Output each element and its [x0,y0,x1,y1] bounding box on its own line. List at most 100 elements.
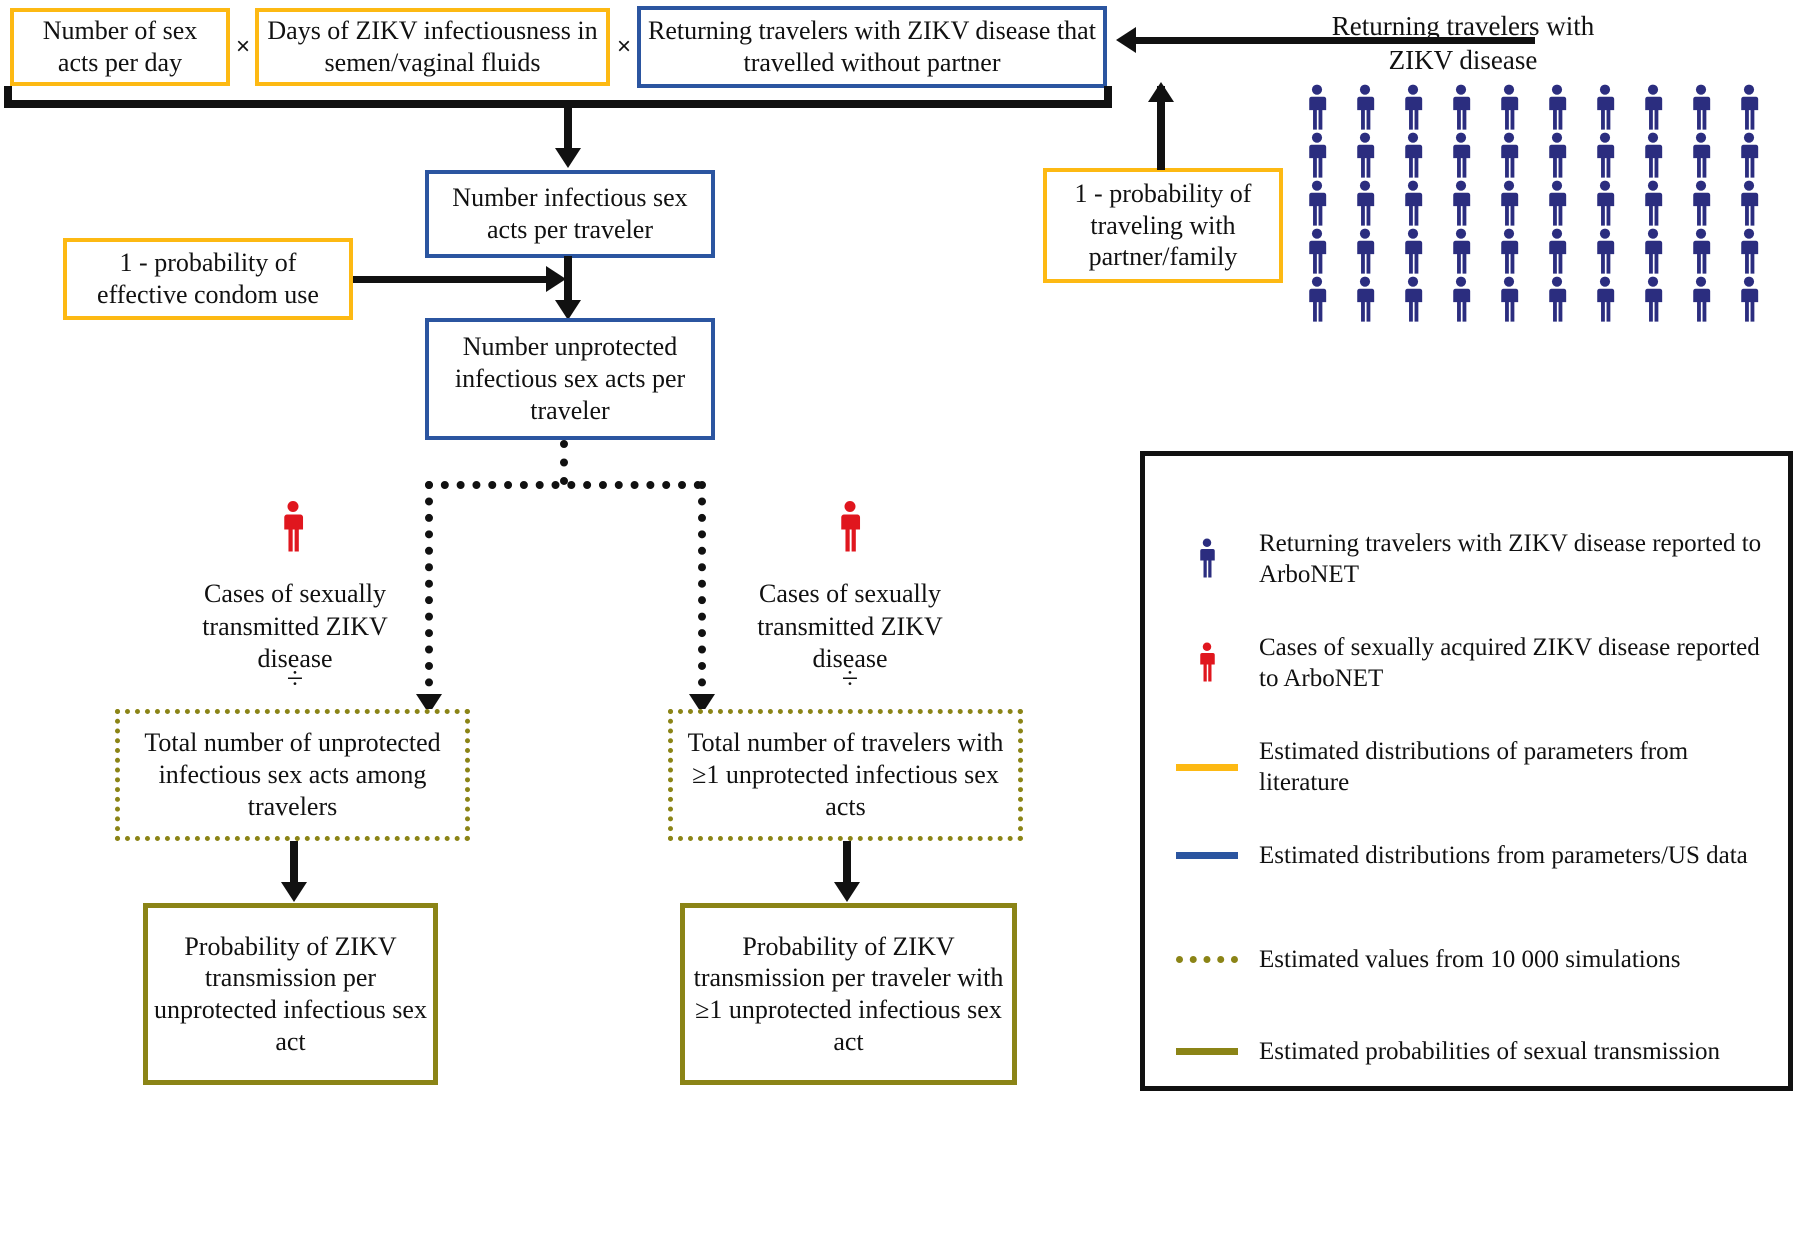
returning-traveler-person-icon [1309,132,1327,178]
returning-traveler-person-icon [1597,228,1615,274]
connector-right-to-final-arrowhead [834,882,860,902]
returning-traveler-person-icon [1309,84,1327,130]
returning-traveler-person-icon [1405,84,1423,130]
node-total-travelers-ge1: Total number of travelers with ≥1 unprot… [668,709,1023,841]
returning-traveler-person-icon [1453,276,1471,322]
dotted-connector-left-drop [425,481,433,703]
node-travellers-without-partner-label: Returning travelers with ZIKV disease th… [648,16,1096,77]
returning-traveler-person-icon [1405,276,1423,322]
legend-label-returning-travelers: Returning travelers with ZIKV disease re… [1259,530,1762,589]
returning-traveler-person-icon [1741,228,1759,274]
connector-partner-arrowhead [1148,82,1174,102]
legend-label-simulations: Estimated values from 10 000 simulations [1259,946,1681,973]
node-unprotected-infectious: Number unprotected infectious sex acts p… [425,318,715,440]
legend-label-us-data: Estimated distributions from parameters/… [1259,842,1748,869]
returning-traveler-person-icon [1501,228,1519,274]
legend-panel: Returning travelers with ZIKV disease re… [1140,451,1793,1091]
node-prob-travel-partner: 1 - probability of traveling with partne… [1043,168,1283,283]
returning-traveler-person-icon [1200,538,1215,578]
divide-operator-right: ÷ [841,662,859,695]
returning-traveler-person-icon [1693,84,1711,130]
divide-operator-left: ÷ [286,662,304,695]
yellow-rule-icon [1176,763,1238,771]
legend-label-sexually-acquired-cases: Cases of sexually acquired ZIKV disease … [1259,634,1760,693]
node-prob-per-act: Probability of ZIKV transmission per unp… [143,903,438,1085]
dotted-connector-crossbar [425,481,702,489]
returning-traveler-person-icon [1549,276,1567,322]
returning-traveler-person-icon [1501,84,1519,130]
returning-traveler-person-icon [1357,84,1375,130]
returning-traveler-person-icon [1645,132,1663,178]
legend-label-sexual-transmission: Estimated probabilities of sexual transm… [1259,1038,1721,1065]
connector-to-infectious-acts-arrowhead [555,148,581,168]
returning-traveler-person-icon [1693,180,1711,226]
connector-infectious-to-unprotected [564,256,572,308]
returning-traveler-person-icon [1741,180,1759,226]
node-sex-acts-per-day: Number of sex acts per day [10,8,230,86]
olive-rule-icon [1176,1048,1238,1056]
node-condom-use-label: 1 - probability of effective condom use [97,248,319,309]
legend-item-returning-travelers: Returning travelers with ZIKV disease re… [1165,528,1775,591]
returning-traveler-person-icon [1309,276,1327,322]
connector-partner-riser [1157,86,1165,170]
legend-item-literature: Estimated distributions of parameters fr… [1165,736,1775,799]
legend-swatch-line-olive-dotted [1165,956,1249,964]
legend-label-literature: Estimated distributions of parameters fr… [1259,738,1689,797]
connector-travelers-to-box [1135,37,1535,44]
returning-traveler-person-icon [1357,276,1375,322]
node-infectious-sex-acts: Number infectious sex acts per traveler [425,170,715,258]
case-person-icon-right [841,500,861,552]
returning-traveler-person-icon [1597,132,1615,178]
returning-traveler-person-icon [1597,276,1615,322]
returning-traveler-person-icon [1453,84,1471,130]
returning-traveler-person-icon [1645,276,1663,322]
returning-traveler-person-icon [1645,228,1663,274]
returning-traveler-person-icon [1405,228,1423,274]
returning-traveler-person-icon [1645,84,1663,130]
node-travellers-without-partner: Returning travelers with ZIKV disease th… [637,6,1107,88]
connector-left-to-final [290,841,298,889]
legend-item-simulations: Estimated values from 10 000 simulations [1165,944,1775,975]
returning-traveler-person-icon [1501,276,1519,322]
multiply-operator-1: × [235,33,250,60]
connector-right-to-final [843,841,851,889]
returning-traveler-person-icon [1693,276,1711,322]
node-total-travelers-ge1-label: Total number of travelers with ≥1 unprot… [687,728,1004,821]
multiply-operator-2: × [616,33,631,60]
returning-traveler-person-icon [1597,84,1615,130]
node-prob-travel-partner-label: 1 - probability of traveling with partne… [1074,178,1252,272]
connector-row1-left-riser [4,86,12,108]
legend-item-sexually-acquired-cases: Cases of sexually acquired ZIKV disease … [1165,632,1775,695]
label-cases-right: Cases of sexually transmitted ZIKV disea… [757,579,943,673]
legend-swatch-person-blue [1165,537,1249,581]
returning-traveler-person-icon [1501,132,1519,178]
returning-traveler-person-icon [1405,132,1423,178]
returning-traveler-person-icon [1741,84,1759,130]
returning-traveler-person-icon [1501,180,1519,226]
returning-traveler-person-icon [1357,228,1375,274]
node-condom-use: 1 - probability of effective condom use [63,238,353,320]
node-total-acts-among-travelers-label: Total number of unprotected infectious s… [144,728,441,821]
returning-traveler-person-icon [1741,132,1759,178]
dotted-connector-right-drop [698,481,706,703]
returning-traveler-person-icon [1405,180,1423,226]
returning-traveler-person-icon [1453,228,1471,274]
connector-left-to-final-arrowhead [281,882,307,902]
label-cases-left: Cases of sexually transmitted ZIKV disea… [202,579,388,673]
olive-dotted-rule-icon [1176,956,1238,964]
returning-traveler-person-icon [1693,132,1711,178]
legend-swatch-line-olive [1165,1048,1249,1056]
node-prob-per-traveler-label: Probability of ZIKV transmission per tra… [693,931,1004,1056]
dotted-connector-stem [560,440,568,485]
connector-to-infectious-acts [564,106,572,153]
node-sex-acts-per-day-label: Number of sex acts per day [42,16,198,77]
node-prob-per-act-label: Probability of ZIKV transmission per unp… [154,931,427,1056]
connector-travelers-arrowhead [1116,27,1136,53]
case-person-icon-left [284,500,304,552]
returning-traveler-person-icon [1309,228,1327,274]
legend-item-us-data: Estimated distributions from parameters/… [1165,840,1775,871]
connector-condom-to-main [353,276,548,283]
node-prob-per-traveler: Probability of ZIKV transmission per tra… [680,903,1017,1085]
legend-item-sexual-transmission: Estimated probabilities of sexual transm… [1165,1036,1775,1067]
